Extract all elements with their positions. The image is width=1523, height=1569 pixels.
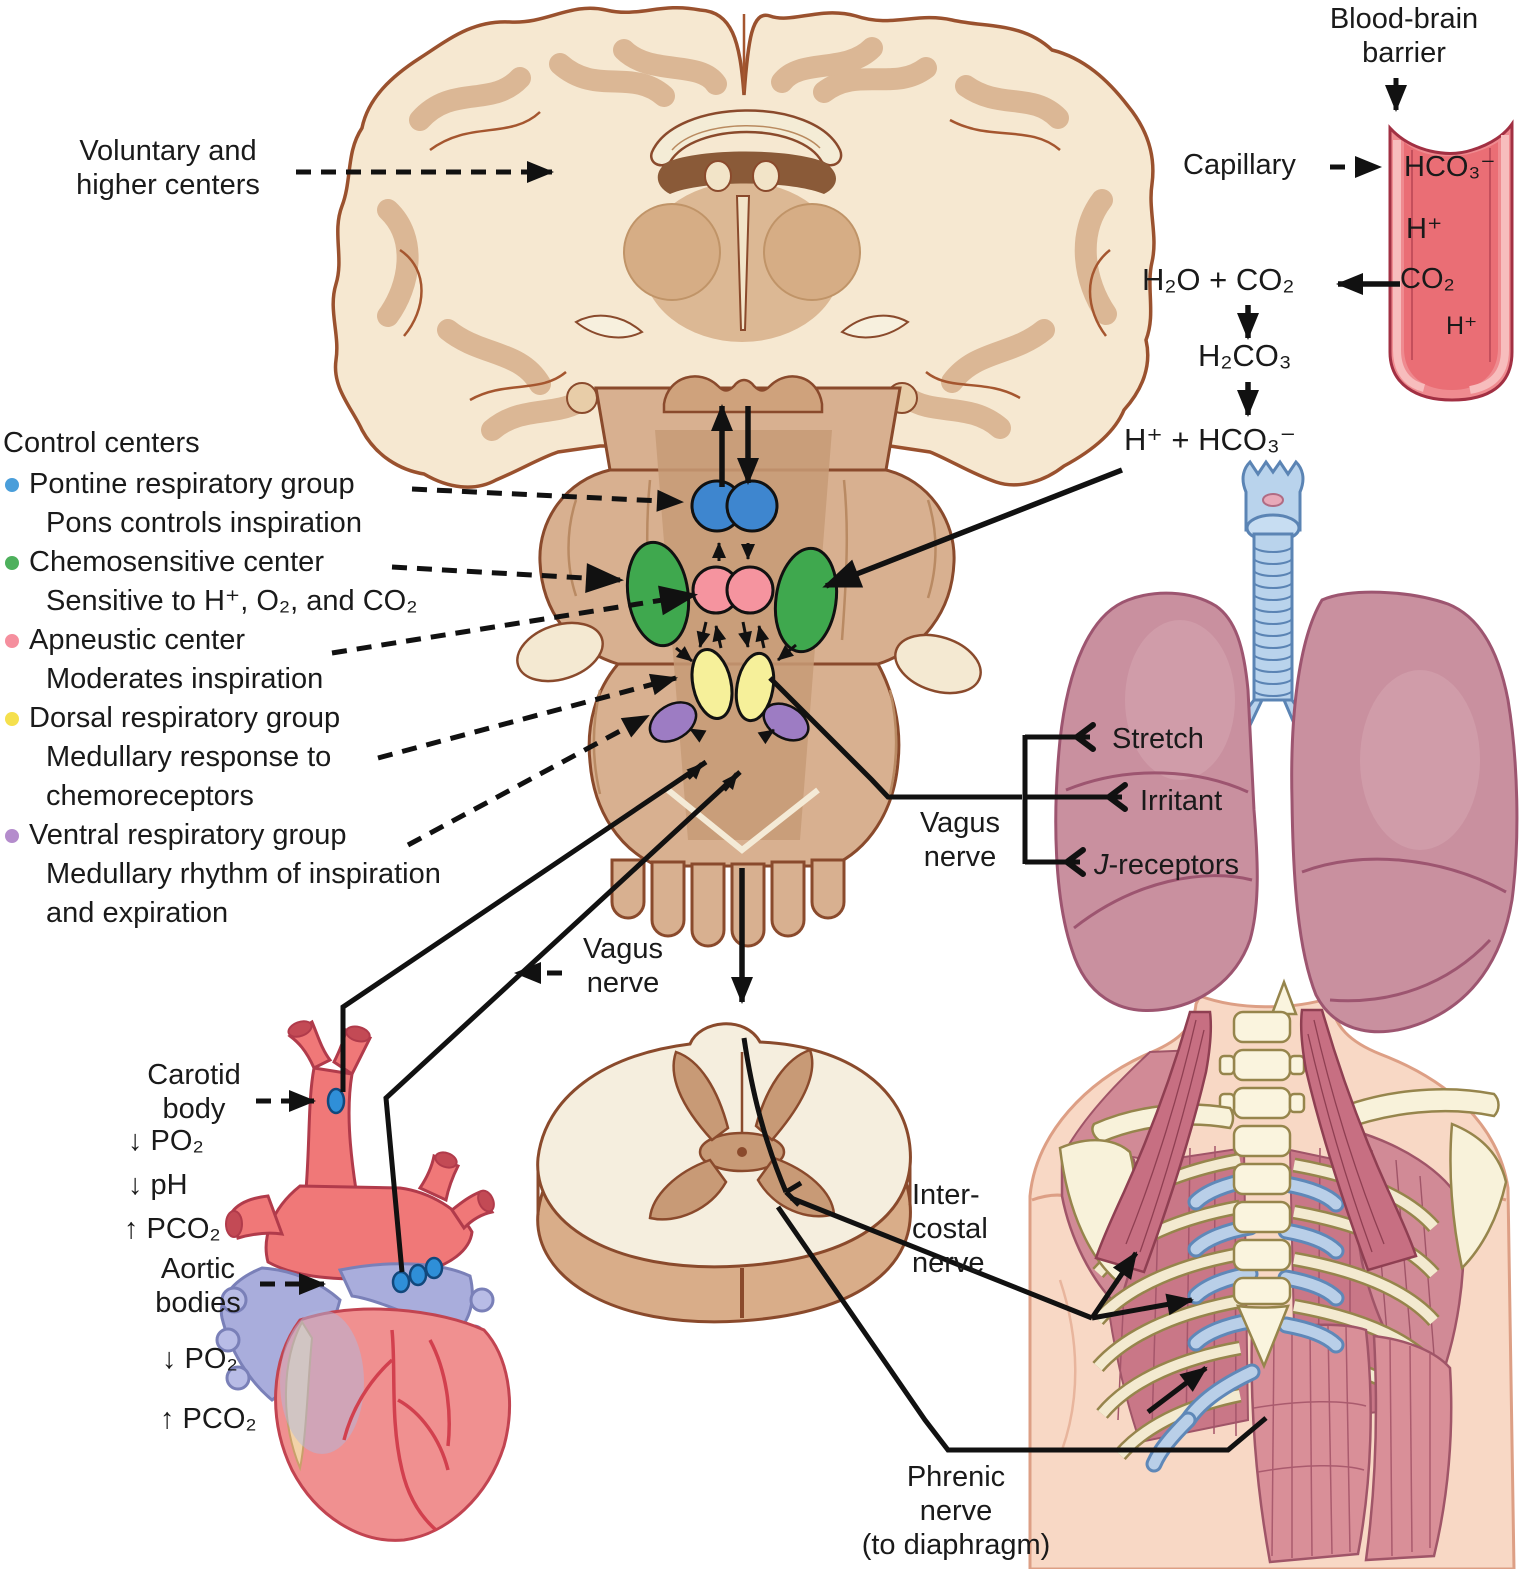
aortic-bodies-label: Aortic bodies — [155, 1253, 241, 1320]
ventral-bullet-icon — [5, 829, 19, 843]
legend-desc: Medullary response to chemoreceptors — [46, 741, 332, 812]
ventral-respiratory-group-left — [648, 701, 698, 743]
legend-item-apneustic: Apneustic center Moderates inspiration — [3, 621, 481, 699]
carotid-po2-label: ↓ PO₂ — [128, 1125, 204, 1157]
legend-label: Pontine respiratory group — [29, 468, 355, 500]
carotid-ph-label: ↓ pH — [128, 1169, 188, 1201]
legend-desc: Pons controls inspiration — [46, 507, 362, 539]
irritant-receptor-label: Irritant — [1140, 785, 1223, 817]
pontine-bullet-icon — [5, 478, 19, 492]
legend-label: Chemosensitive center — [29, 546, 324, 578]
capillary-illustration — [1388, 119, 1514, 402]
vagus-nerve-lung-label: Vagus nerve — [919, 807, 1001, 874]
legend-desc: Moderates inspiration — [46, 663, 324, 695]
aortic-po2-label: ↓ PO₂ — [162, 1343, 238, 1375]
legend-desc: Sensitive to H⁺, O₂, and CO₂ — [46, 585, 418, 617]
dorsal-respiratory-group-left — [690, 648, 734, 720]
control-centers-heading: Control centers — [3, 427, 200, 459]
pontine-respiratory-group — [690, 479, 779, 533]
legend-item-dorsal: Dorsal respiratory group Medullary respo… — [3, 699, 481, 816]
voluntary-higher-centers-label: Voluntary and higher centers — [76, 135, 260, 202]
phrenic-nerve-label: Phrenic nerve (to diaphragm) — [861, 1461, 1051, 1562]
stretch-receptor-label: Stretch — [1112, 723, 1204, 755]
brain-illustration — [331, 5, 1156, 489]
aortic-bodies-markers — [391, 1256, 444, 1294]
control-centers-legend: Control centers Pontine respiratory grou… — [3, 424, 481, 933]
trachea-illustration — [1241, 459, 1305, 702]
connector-lines — [256, 78, 1407, 1453]
legend-item-chemosensitive: Chemosensitive center Sensitive to H⁺, O… — [3, 543, 481, 621]
dorsal-bullet-icon — [5, 712, 19, 726]
j-receptors-prefix: J — [1094, 849, 1109, 881]
capillary-hco3-label: HCO₃⁻ — [1404, 151, 1496, 183]
reaction-h2o-co2: H₂O + CO₂ — [1142, 262, 1295, 297]
intercostal-nerve-label: Inter- costal nerve — [912, 1179, 988, 1280]
chemosensitive-center-right — [773, 546, 839, 654]
heart-illustration — [215, 1019, 511, 1542]
ventral-respiratory-group-right — [762, 702, 810, 742]
legend-label: Apneustic center — [29, 624, 246, 656]
respiratory-nuclei — [625, 479, 839, 743]
j-receptors-rest: -receptors — [1108, 849, 1240, 881]
legend-label: Dorsal respiratory group — [29, 702, 341, 734]
lungs-illustration — [1054, 459, 1519, 1034]
legend-item-pontine: Pontine respiratory group Pons controls … — [3, 465, 481, 543]
legend-label: Ventral respiratory group — [29, 819, 347, 851]
j-receptors-label: J-receptors — [1094, 848, 1239, 882]
capillary-label: Capillary — [1183, 149, 1296, 181]
aortic-pco2-label: ↑ PCO₂ — [160, 1403, 257, 1435]
reaction-h-hco3: H⁺ + HCO₃⁻ — [1124, 422, 1296, 457]
dorsal-respiratory-group-right — [734, 651, 776, 723]
blood-brain-barrier-label: Blood-brain barrier — [1329, 3, 1479, 70]
carotid-body-marker — [326, 1087, 346, 1115]
capillary-h-upper-label: H⁺ — [1406, 213, 1443, 245]
reaction-h2co3: H₂CO₃ — [1198, 338, 1292, 373]
carotid-pco2-label: ↑ PCO₂ — [124, 1213, 221, 1245]
torso-illustration — [1028, 978, 1516, 1569]
vagus-nerve-mid-label: Vagus nerve — [582, 933, 664, 1000]
capillary-co2-label: CO₂ — [1400, 263, 1455, 295]
capillary-h-lower-label: H⁺ — [1446, 312, 1478, 340]
legend-item-ventral: Ventral respiratory group Medullary rhyt… — [3, 816, 481, 933]
spinal-cord-section — [536, 1022, 912, 1324]
carotid-body-label: Carotid body — [147, 1059, 241, 1126]
apneustic-center — [691, 565, 775, 615]
legend-desc: Medullary rhythm of inspiration and expi… — [46, 858, 441, 929]
chemosensitive-bullet-icon — [5, 556, 19, 570]
apneustic-bullet-icon — [5, 634, 19, 648]
